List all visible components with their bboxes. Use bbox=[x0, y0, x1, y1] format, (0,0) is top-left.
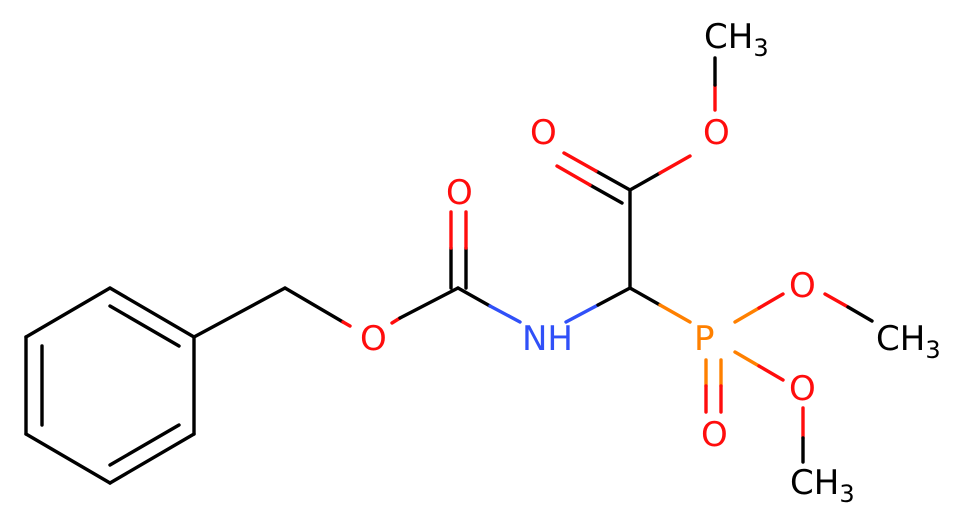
atom-label-phosphoryl-o: O bbox=[701, 415, 728, 455]
bond bbox=[658, 303, 692, 324]
atom-label-phosphonate-o-lower: O bbox=[789, 369, 816, 409]
atom-label-methyl-right: CH3 bbox=[876, 319, 941, 364]
bond bbox=[757, 364, 785, 382]
bond bbox=[628, 171, 662, 192]
aromatic-inner-bond bbox=[108, 423, 181, 467]
atom-label-carbamate-carbonyl-o: O bbox=[446, 173, 473, 213]
bond bbox=[398, 286, 460, 320]
bond bbox=[658, 154, 692, 175]
bond bbox=[588, 183, 624, 205]
bond bbox=[108, 432, 196, 485]
atom-label-ester-carbonyl-o: O bbox=[530, 113, 557, 153]
bond bbox=[24, 432, 112, 485]
bond bbox=[341, 320, 352, 328]
atom-label-ester-o: O bbox=[703, 113, 730, 153]
atom-label-methyl-top: CH3 bbox=[704, 17, 769, 62]
bond bbox=[555, 164, 592, 187]
atom-label-carbamate-o: O bbox=[360, 319, 387, 359]
aromatic-inner-bond bbox=[108, 304, 181, 348]
bond bbox=[594, 169, 632, 192]
bond bbox=[283, 286, 345, 324]
bond bbox=[596, 286, 632, 307]
bond bbox=[757, 292, 785, 310]
benzene-ring bbox=[24, 286, 196, 485]
bond bbox=[488, 304, 522, 324]
bond bbox=[733, 350, 761, 368]
bond bbox=[192, 286, 287, 339]
bond bbox=[456, 286, 492, 308]
bond bbox=[846, 305, 874, 323]
bond bbox=[24, 286, 112, 339]
atom-label-methyl-bottom: CH3 bbox=[790, 463, 855, 508]
atom-label-nh: NH bbox=[522, 319, 573, 359]
bond bbox=[733, 306, 761, 324]
bond bbox=[628, 286, 662, 307]
bond bbox=[564, 303, 600, 324]
bond bbox=[562, 151, 598, 173]
atom-label-phosphorus: P bbox=[694, 319, 715, 359]
atom-label-phosphonate-o-upper: O bbox=[789, 266, 816, 306]
bond bbox=[823, 292, 850, 309]
bond bbox=[108, 286, 196, 339]
